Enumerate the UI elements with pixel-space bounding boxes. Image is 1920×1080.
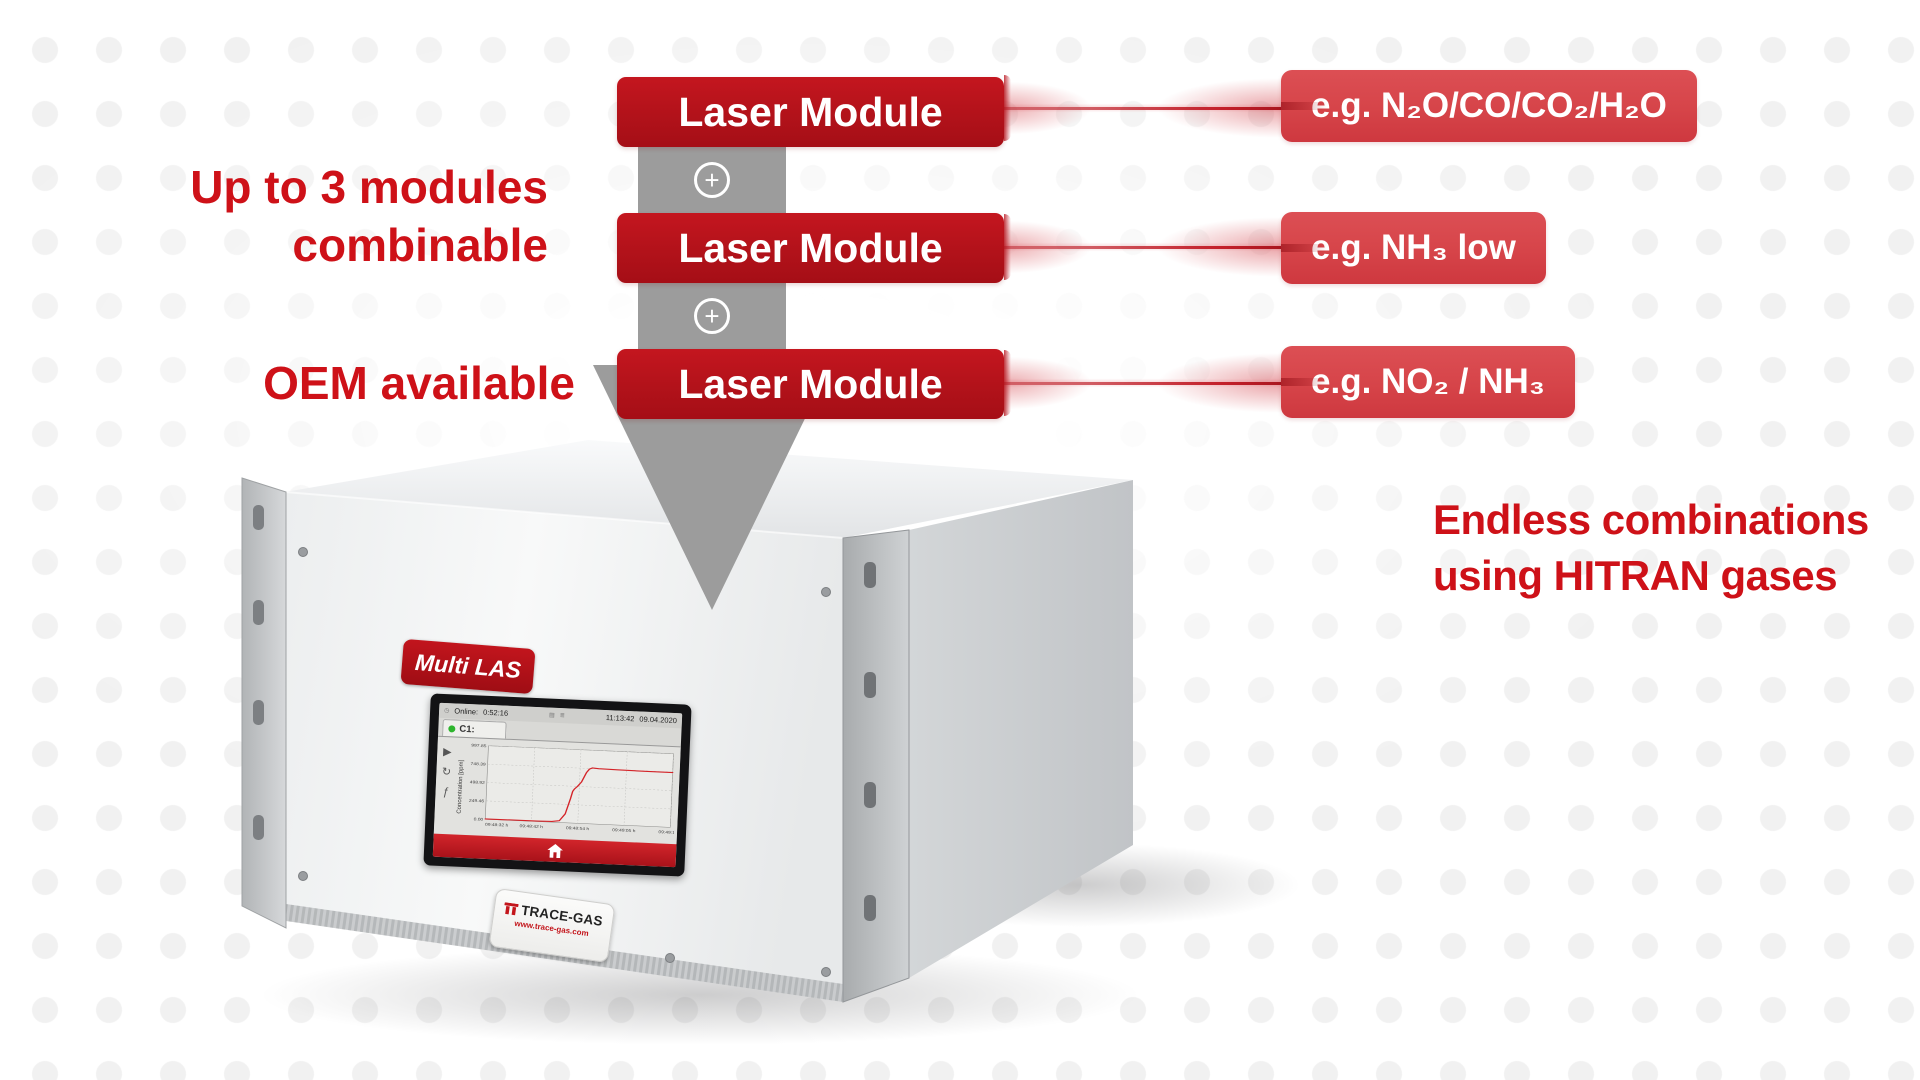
touchscreen: ◷ Online: 0:52:16 ▤ ≣ 11:13:42 09.04.202… bbox=[432, 702, 683, 868]
runtime-timer: 0:52:16 bbox=[482, 707, 509, 718]
svg-text:09:48:54 h: 09:48:54 h bbox=[566, 826, 590, 831]
chassis-side-panel bbox=[909, 480, 1133, 978]
hitran-note-line2: using HITRAN gases bbox=[1433, 552, 1838, 599]
laser-beam bbox=[1004, 63, 1317, 153]
gas-example-label: e.g. NO₂ / NH₃ bbox=[1281, 346, 1575, 418]
laser-beam-core bbox=[1004, 381, 1317, 385]
svg-text:748.39: 748.39 bbox=[470, 761, 486, 766]
brand-plate: TRACE-GAS www.trace-gas.com bbox=[488, 887, 616, 964]
laser-beam bbox=[1004, 202, 1317, 292]
hitran-note-line1: Endless combinations bbox=[1433, 496, 1869, 543]
ear-hole bbox=[253, 505, 264, 530]
laser-beam-core bbox=[1004, 245, 1317, 249]
brand-row: TRACE-GAS bbox=[494, 899, 613, 930]
trace-gas-logo-icon bbox=[504, 901, 520, 915]
panel-screw bbox=[821, 967, 831, 977]
laser-module-box: Laser Module bbox=[617, 213, 1004, 283]
settings-icon: ≣ bbox=[559, 713, 565, 720]
online-label: Online: bbox=[454, 706, 479, 717]
laser-beam bbox=[1004, 338, 1317, 428]
svg-text:09:49:17 h: 09:49:17 h bbox=[658, 830, 677, 835]
laser-module-box: Laser Module bbox=[617, 77, 1004, 147]
power-status-icon: ◷ bbox=[443, 707, 450, 715]
channel-status-dot bbox=[448, 724, 456, 732]
play-icon: ▶ bbox=[442, 745, 452, 759]
ear-hole bbox=[864, 672, 876, 698]
svg-text:498.92: 498.92 bbox=[470, 780, 486, 785]
function-icon: ƒ bbox=[442, 785, 449, 799]
svg-text:09:49:05 h: 09:49:05 h bbox=[612, 828, 636, 833]
panel-screw bbox=[821, 587, 831, 597]
touchscreen-bezel: ◷ Online: 0:52:16 ▤ ≣ 11:13:42 09.04.202… bbox=[423, 693, 692, 877]
laser-beam-core bbox=[1004, 106, 1317, 110]
oem-available-text: OEM available bbox=[263, 357, 575, 409]
screen-home-bar bbox=[432, 833, 677, 868]
trend-chart-svg: 09:48:32 h 09:48:42 h 09:48:54 h 09:49:05 h… bbox=[469, 743, 678, 835]
clock-readout: 11:13:42 bbox=[605, 713, 635, 724]
gas-example-label: e.g. NH₃ low bbox=[1281, 212, 1546, 284]
panel-screw bbox=[298, 547, 308, 557]
home-icon bbox=[546, 843, 563, 858]
laser-module-box: Laser Module bbox=[617, 349, 1004, 419]
svg-text:09:48:42 h: 09:48:42 h bbox=[520, 824, 544, 829]
ear-hole bbox=[253, 700, 264, 725]
refresh-icon: ↻ bbox=[441, 765, 452, 779]
panel-screw bbox=[665, 953, 675, 963]
gas-example-label: e.g. N₂O/CO/CO₂/H₂O bbox=[1281, 70, 1697, 142]
headline-line2: combinable bbox=[292, 219, 548, 271]
menu-icon: ▤ bbox=[548, 712, 555, 719]
rack-ear-left bbox=[241, 477, 287, 929]
svg-text:997.85: 997.85 bbox=[471, 743, 487, 748]
headline-line1: Up to 3 modules bbox=[190, 161, 548, 213]
date-readout: 09.04.2020 bbox=[639, 714, 678, 726]
channel-tab-label: C1: bbox=[459, 723, 475, 735]
trend-chart: 09:48:32 h 09:48:42 h 09:48:54 h 09:49:05 h… bbox=[464, 740, 678, 844]
ear-hole bbox=[864, 782, 876, 808]
ear-hole bbox=[253, 600, 264, 625]
svg-text:0.00: 0.00 bbox=[474, 817, 484, 822]
ear-hole bbox=[253, 815, 264, 840]
plus-connector-icon: + bbox=[694, 298, 730, 334]
rack-ear-right bbox=[842, 529, 910, 1003]
ear-hole bbox=[864, 895, 876, 921]
hitran-note: Endless combinations using HITRAN gases bbox=[1433, 492, 1869, 604]
panel-screw bbox=[298, 871, 308, 881]
svg-text:09:48:32 h: 09:48:32 h bbox=[485, 822, 509, 827]
svg-text:249.46: 249.46 bbox=[469, 798, 485, 803]
plus-connector-icon: + bbox=[694, 162, 730, 198]
ear-hole bbox=[864, 562, 876, 588]
